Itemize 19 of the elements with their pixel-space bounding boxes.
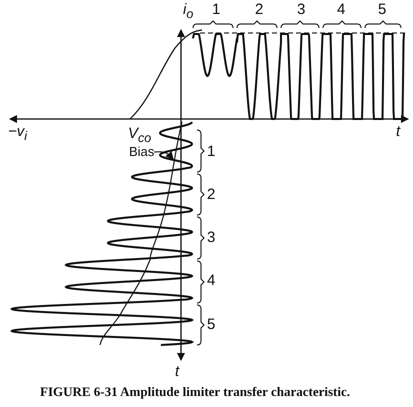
axis-label: t [175, 364, 180, 380]
interval-number: 5 [378, 2, 386, 18]
axis-label: t [396, 124, 400, 140]
interval-number: 5 [207, 317, 216, 333]
interval-number: 1 [212, 2, 220, 18]
interval-number: 3 [207, 230, 216, 246]
interval-number: 3 [297, 2, 306, 18]
interval-number: 4 [207, 273, 216, 289]
interval-number: 2 [207, 187, 216, 203]
interval-number: 4 [337, 2, 346, 18]
axis-label: i$_{o}$ [183, 2, 194, 22]
interval-number: 1 [207, 144, 216, 160]
callout-label: Bias [129, 144, 154, 160]
bias-curve [99, 122, 183, 346]
figure-caption: FIGURE 6-31 Amplitude limiter transfer characteristic. [40, 384, 350, 400]
leader-line [154, 151, 174, 160]
interval-number: 2 [255, 2, 264, 18]
cutoff-label: V$_{co}$ [128, 126, 152, 146]
axis-label: −v$_{i}$ [8, 124, 28, 144]
